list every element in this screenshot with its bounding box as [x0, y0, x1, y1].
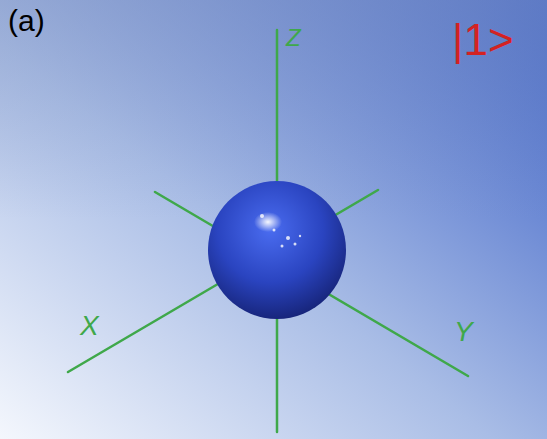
sphere [208, 181, 346, 319]
sphere-speckles [260, 214, 301, 248]
axis-label: X [80, 312, 99, 340]
axis-label: Y [454, 318, 473, 346]
panel-letter: (a) [8, 6, 45, 36]
state-label: |1> [452, 18, 514, 62]
axis-label: Z [286, 26, 301, 50]
axes [68, 30, 468, 432]
sphere-highlight [254, 212, 282, 232]
